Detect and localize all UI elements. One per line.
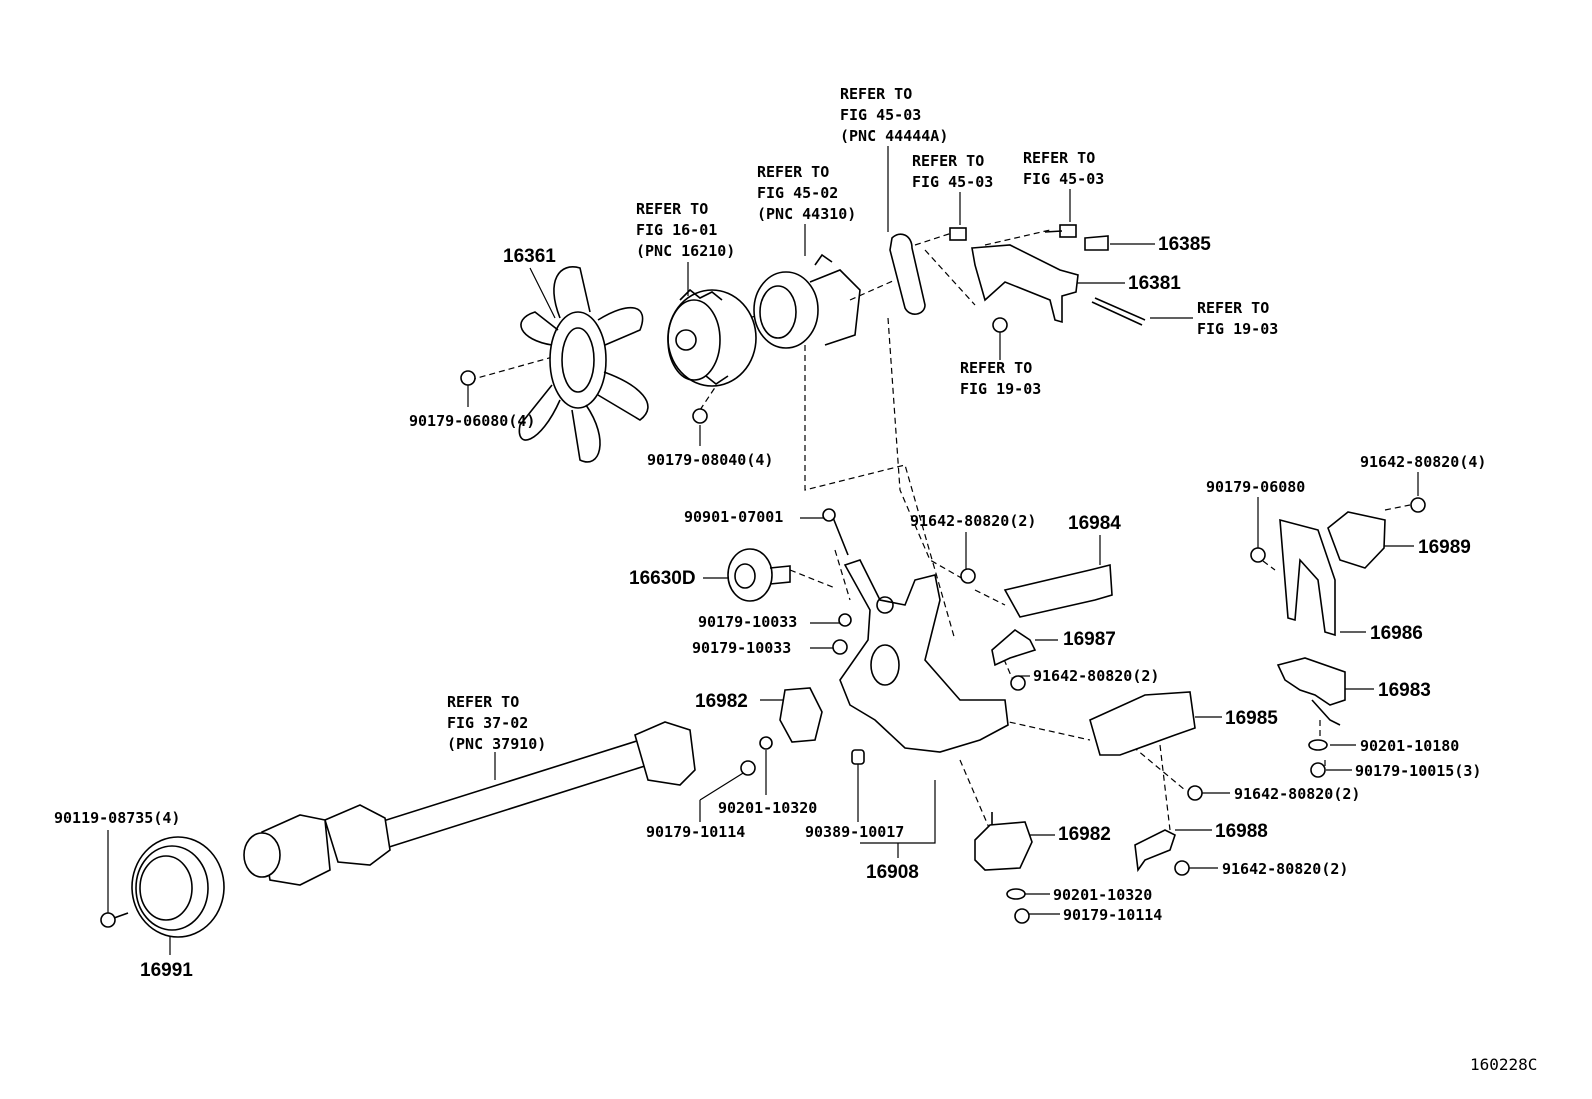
- part-16381: 16381: [1128, 273, 1181, 294]
- bracket-16983-drawing: [1276, 657, 1346, 726]
- part-90179-08040-4: 90179-08040(4): [647, 451, 773, 469]
- figure-code: 160228C: [1470, 1055, 1537, 1074]
- part-16630d: 16630D: [629, 568, 696, 589]
- main-bracket-drawing: [839, 559, 1009, 753]
- part-90201-10320-b: 90201-10320: [1053, 886, 1152, 904]
- part-90179-06080-4: 90179-06080(4): [409, 412, 535, 430]
- bracket-16984-drawing: [1003, 563, 1113, 618]
- part-90179-10033-b: 90179-10033: [692, 639, 791, 657]
- mount-16982-lower-drawing: [974, 812, 1033, 871]
- part-90201-10180: 90201-10180: [1360, 737, 1459, 755]
- refer-label-fig19-03-right: REFER TO FIG 19-03: [1197, 299, 1278, 338]
- part-16982-b: 16982: [1058, 824, 1111, 845]
- part-16989: 16989: [1418, 537, 1471, 558]
- part-16985: 16985: [1225, 708, 1278, 729]
- refer-label-fig45-03-pnc44444a: REFER TO FIG 45-03 (PNC 44444A): [840, 85, 948, 145]
- part-16982-a: 16982: [695, 691, 748, 712]
- fluid-coupling-drawing: [667, 288, 757, 387]
- part-16987: 16987: [1063, 629, 1116, 650]
- part-90179-10033-a: 90179-10033: [698, 613, 797, 631]
- bolt-drawings: [100, 224, 1426, 928]
- part-91642-80820-4: 91642-80820(4): [1360, 453, 1486, 471]
- bracket-16381-drawing: [971, 244, 1079, 324]
- part-16986: 16986: [1370, 623, 1423, 644]
- refer-label-fig45-02-pnc44310: REFER TO FIG 45-02 (PNC 44310): [757, 163, 856, 223]
- bracket-16985-drawing: [1089, 691, 1196, 756]
- refer-label-fig45-03-left: REFER TO FIG 45-03: [912, 152, 993, 191]
- part-16984: 16984: [1068, 513, 1121, 534]
- refer-label-fig45-03-right: REFER TO FIG 45-03: [1023, 149, 1104, 188]
- part-91642-80820-2-d: 91642-80820(2): [1222, 860, 1348, 878]
- part-90179-06080: 90179-06080: [1206, 478, 1305, 496]
- bracket-16987-drawing: [991, 628, 1037, 667]
- cooling-fan-drawing: [518, 266, 649, 463]
- part-16991: 16991: [140, 960, 193, 981]
- bracket-arm-drawing: [889, 233, 926, 315]
- part-91642-80820-2-a: 91642-80820(2): [910, 512, 1036, 530]
- refer-label-fig37-02-pnc37910: REFER TO FIG 37-02 (PNC 37910): [447, 693, 546, 753]
- part-90179-10114-b: 90179-10114: [1063, 906, 1162, 924]
- bracket-16986-drawing: [1279, 518, 1336, 637]
- bracket-16988-drawing: [1134, 829, 1176, 873]
- idler-pulley-drawing: [727, 548, 791, 602]
- part-90389-10017: 90389-10017: [805, 823, 904, 841]
- part-90201-10320-a: 90201-10320: [718, 799, 817, 817]
- mount-16982-left-drawing: [779, 687, 823, 743]
- part-90179-10114-a: 90179-10114: [646, 823, 745, 841]
- part-90179-10015-3: 90179-10015(3): [1355, 762, 1481, 780]
- part-90901-07001: 90901-07001: [684, 508, 783, 526]
- refer-label-fig19-03-center: REFER TO FIG 19-03: [960, 359, 1041, 398]
- water-pump-drawing: [753, 253, 861, 349]
- mount-16989-drawing: [1327, 511, 1386, 569]
- part-16908: 16908: [866, 862, 919, 883]
- part-16988: 16988: [1215, 821, 1268, 842]
- part-91642-80820-2-c: 91642-80820(2): [1234, 785, 1360, 803]
- crank-pulley-drawing: [131, 836, 225, 938]
- refer-label-fig16-01-pnc16210: REFER TO FIG 16-01 (PNC 16210): [636, 200, 735, 260]
- part-16361: 16361: [503, 246, 556, 267]
- drive-shaft-drawing: [243, 721, 696, 886]
- part-16385: 16385: [1158, 234, 1211, 255]
- part-91642-80820-2-b: 91642-80820(2): [1033, 667, 1159, 685]
- part-16983: 16983: [1378, 680, 1431, 701]
- part-90119-08735-4: 90119-08735(4): [54, 809, 180, 827]
